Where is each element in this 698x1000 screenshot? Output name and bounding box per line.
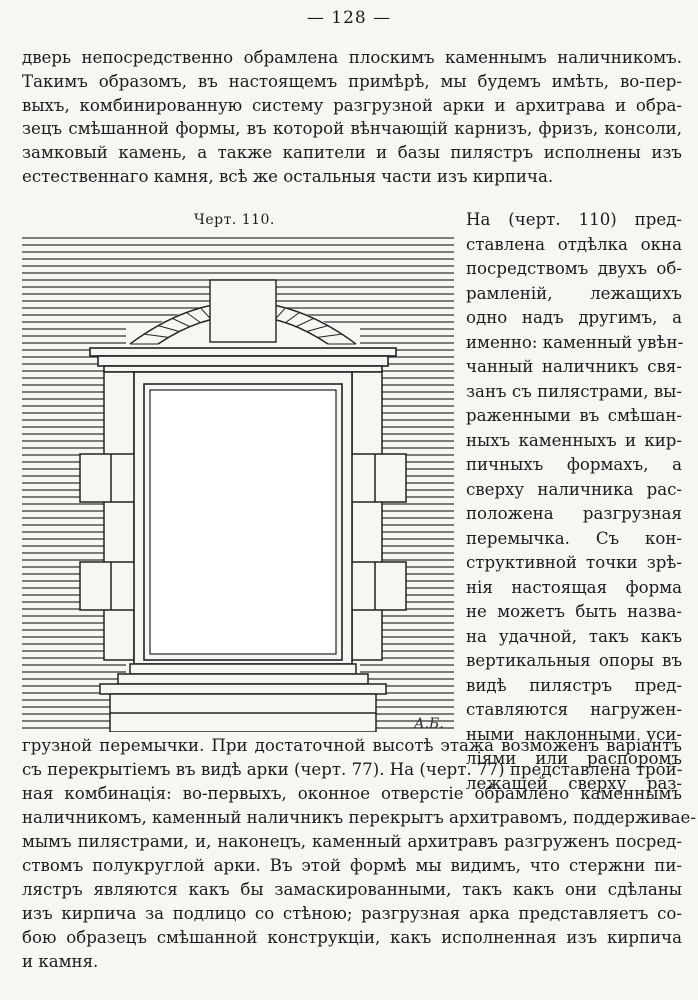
text-line: ная комбинація: во-первыхъ, оконное отве… [22,784,682,803]
text-line: наличникомъ, каменный наличникъ перекрыт… [22,808,696,827]
text-line: занъ съ пилястрами, вы- [466,381,682,401]
text-line: не можетъ быть назва- [466,602,682,621]
text-line: выхъ, комбинированную систему разгрузной… [22,95,682,115]
keystone [209,279,277,343]
text-line: положена разгрузная [466,504,682,523]
window-drawing-figure: А.Б. [18,232,458,733]
text-line: именно: каменный увѣн- [466,332,684,352]
window-drawing: А.Б. [22,237,454,733]
text-line: ными наклонными уси- [466,724,682,744]
page-number: — 128 — [306,8,392,28]
paragraph-side: На (черт. 110) пред-ставлена отдѣлка окн… [466,208,684,796]
window-opening [149,389,337,655]
text-line: сверху наличника рас- [466,479,682,499]
text-line: ставляются нагружен- [466,700,682,719]
plinth [109,693,377,733]
text-line: ствомъ полукруглой арки. Въ этой формѣ м… [22,856,682,875]
text-line: и камня. [22,952,99,971]
text-line: ныхъ каменныхъ и кир- [466,430,682,450]
cornice [89,347,397,373]
text-line: посредствомъ двухъ об- [466,259,682,278]
text-line: одно надъ другимъ, а [466,308,682,327]
text-line: лястръ являются какъ бы замаскированными… [22,880,682,899]
text-line: лежащей сверху раз- [466,773,682,793]
text-line: нія настоящая форма [466,577,682,597]
left-pilaster [79,371,143,661]
text-line: видѣ пилястръ пред- [466,675,682,695]
text-line: структивной точки зрѣ- [466,553,682,572]
text-line: замковый камень, а также капители и базы… [22,143,682,163]
text-line: зецъ смѣшанной формы, въ которой вѣнчающ… [22,119,682,139]
text-line: ліями или распоромъ [466,749,682,768]
text-line: ставлена отдѣлка окна [466,234,682,254]
right-pilaster [343,371,407,661]
text-line: вертикальныя опоры въ [466,651,682,670]
text-line: мымъ пилястрами, и, наконецъ, каменный а… [22,832,682,851]
text-line: съ перекрытіемъ въ видѣ арки (черт. 77).… [22,760,683,779]
paragraph-top: дверь непосредственно обрамлена плоскимъ… [22,46,682,189]
text-line: На (черт. 110) пред- [466,210,682,229]
text-line: пичныхъ формахъ, а [466,455,682,474]
text-line: дверь непосредственно обрамлена плоскимъ… [22,48,682,67]
drafter-signature: А.Б. [413,716,444,732]
paragraph-bottom: грузной перемычки. При достаточной высот… [22,734,696,974]
text-line: изъ кирпича за подлицо со стѣною; разгру… [22,904,682,923]
text-line: Такимъ образомъ, въ настоящемъ примѣрѣ, … [22,71,682,91]
text-line: грузной перемычки. При достаточной высот… [22,736,682,755]
text-line: на удачной, такъ какъ [466,626,682,646]
text-line: естественнаго камня, всѣ же остальныя ча… [22,166,554,186]
text-line: рамленій, лежащихъ [466,283,682,303]
text-line: чанный наличникъ свя- [466,357,682,376]
text-line: раженными въ смѣшан- [466,406,682,425]
window-sill [99,663,387,695]
text-line: перемычка. Съ кон- [466,528,682,548]
text-line: бою образецъ смѣшанной конструкціи, какъ… [22,928,682,947]
figure-caption: Черт. 110. [194,212,275,228]
